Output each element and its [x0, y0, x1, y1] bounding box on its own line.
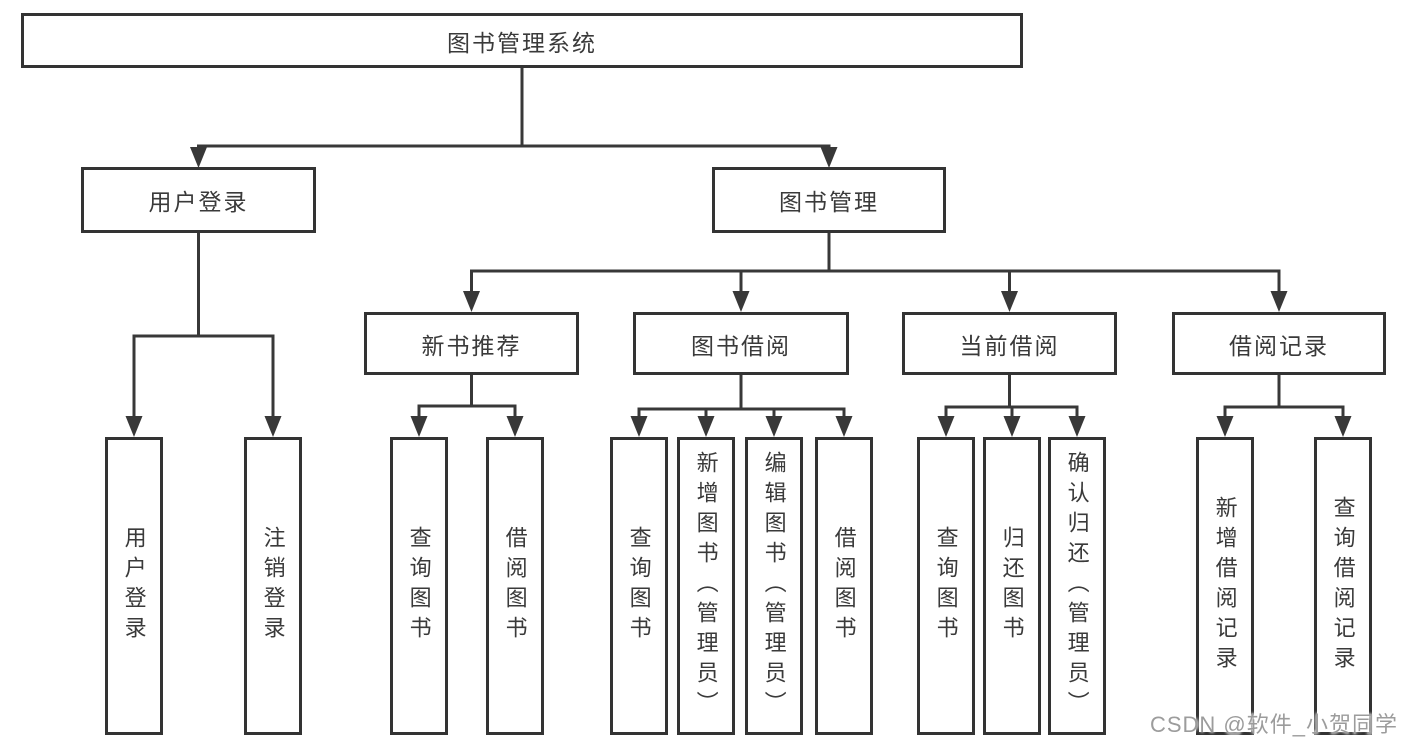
leaf-label: 用户登录 [121, 526, 147, 646]
leaf-add-borrow-record: 新增借阅记录 [1196, 437, 1254, 735]
node-new-book-recommend: 新书推荐 [364, 312, 579, 375]
leaf-label: 借阅图书 [831, 526, 857, 646]
leaf-label: 借阅图书 [502, 526, 528, 646]
node-label: 用户登录 [148, 189, 249, 215]
leaf-query-borrow-record: 查询借阅记录 [1314, 437, 1372, 735]
leaf-query-books-recommend: 查询图书 [390, 437, 448, 735]
leaf-add-books-admin: 新增图书（管理员） [677, 437, 735, 735]
leaf-label: 新增图书（管理员） [693, 451, 719, 721]
leaf-confirm-return-admin: 确认归还（管理员） [1048, 437, 1106, 735]
leaf-edit-books-admin: 编辑图书（管理员） [745, 437, 803, 735]
leaf-borrow-books-recommend: 借阅图书 [486, 437, 544, 735]
node-current-borrowing: 当前借阅 [902, 312, 1117, 375]
leaf-query-books-borrowing: 查询图书 [610, 437, 668, 735]
node-label: 新书推荐 [421, 332, 522, 359]
leaf-query-books-current: 查询图书 [917, 437, 975, 735]
leaf-label: 注销登录 [260, 526, 286, 646]
node-label: 图书管理系统 [447, 29, 597, 56]
leaf-return-books: 归还图书 [983, 437, 1041, 735]
node-user-login: 用户登录 [81, 167, 316, 233]
leaf-label: 归还图书 [999, 526, 1025, 646]
leaf-label: 编辑图书（管理员） [761, 451, 787, 721]
leaf-borrow-books: 借阅图书 [815, 437, 873, 735]
leaf-label: 确认归还（管理员） [1064, 451, 1090, 721]
node-book-management: 图书管理 [712, 167, 946, 233]
leaf-user-login: 用户登录 [105, 437, 163, 735]
leaf-label: 查询借阅记录 [1330, 496, 1356, 676]
node-label: 当前借阅 [959, 332, 1060, 359]
node-book-borrowing: 图书借阅 [633, 312, 849, 375]
leaf-label: 查询图书 [933, 526, 959, 646]
leaf-label: 查询图书 [626, 526, 652, 646]
node-root-system: 图书管理系统 [21, 13, 1023, 68]
node-label: 借阅记录 [1229, 332, 1329, 359]
leaf-label: 查询图书 [406, 526, 432, 646]
node-label: 图书借阅 [691, 332, 791, 359]
leaf-logout: 注销登录 [244, 437, 302, 735]
node-label: 图书管理 [779, 189, 879, 215]
leaf-label: 新增借阅记录 [1212, 496, 1238, 676]
csdn-watermark: CSDN @软件_小贺同学 [1149, 712, 1398, 737]
node-borrowing-records: 借阅记录 [1172, 312, 1386, 375]
